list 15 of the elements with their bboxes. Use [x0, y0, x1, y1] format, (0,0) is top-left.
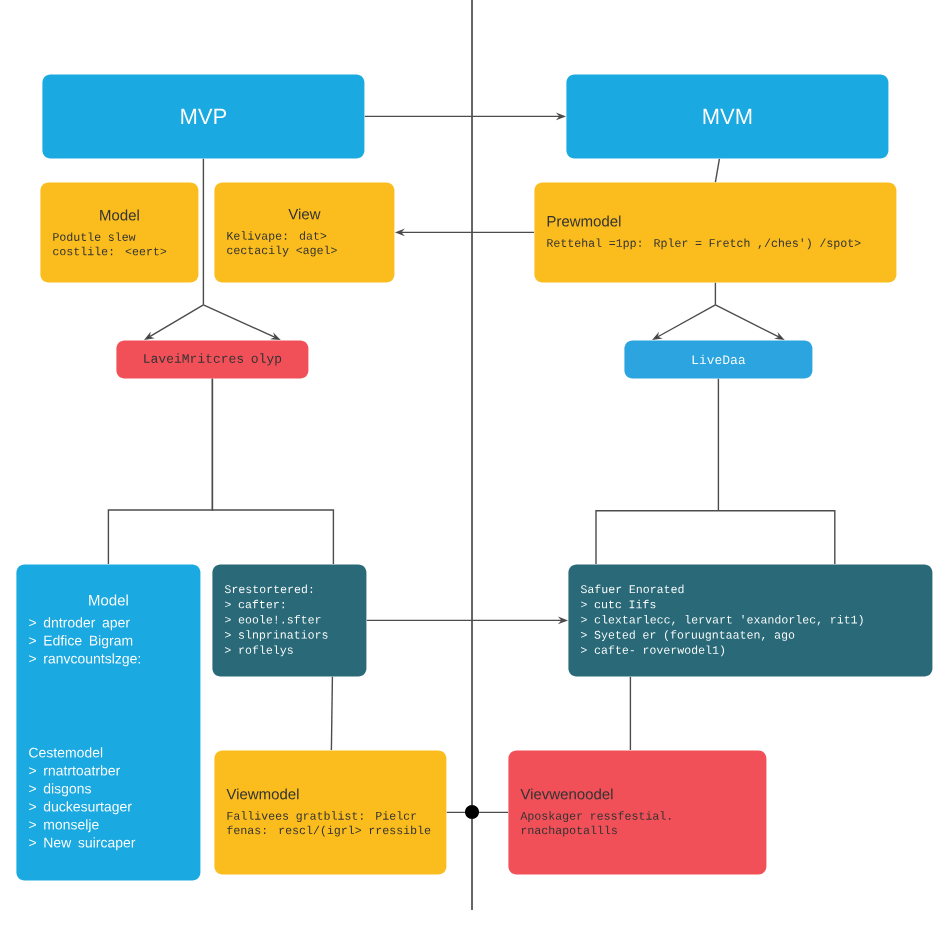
- heading: MVP: [181, 108, 227, 124]
- class-card: [214, 182, 395, 283]
- heading: MVM: [703, 108, 752, 124]
- code-card: [212, 564, 367, 677]
- code-card: [568, 564, 933, 677]
- label-box: [624, 340, 813, 379]
- class-card: [214, 750, 447, 875]
- connector-arrow: [595, 378, 836, 565]
- label-box: [116, 340, 309, 379]
- class-card: [508, 750, 767, 875]
- title-box: [566, 74, 889, 159]
- list-panel: [16, 564, 201, 881]
- title-box: [42, 74, 365, 159]
- class-card: [534, 182, 897, 283]
- class-card: [40, 182, 199, 283]
